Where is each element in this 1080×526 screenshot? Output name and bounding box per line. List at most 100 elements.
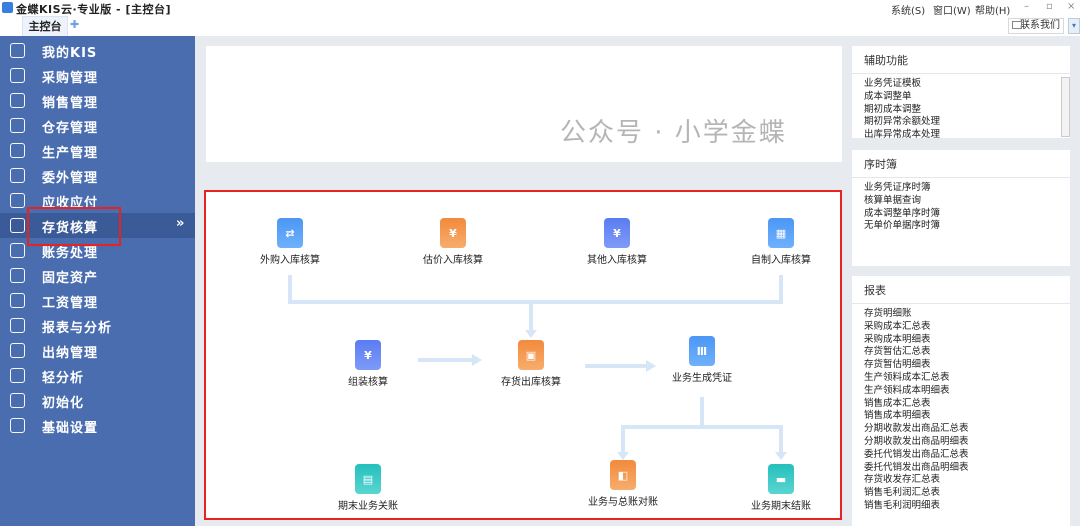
sidebar-item-label: 我的KIS — [42, 46, 98, 61]
boxes-icon: ▣ — [518, 340, 544, 370]
sidebar-item[interactable]: 账务处理 — [0, 238, 195, 263]
monitor-icon — [10, 43, 25, 58]
users-icon — [10, 93, 25, 108]
panel-link[interactable]: 分期收款发出商品明细表 — [864, 435, 969, 447]
nodes-icon — [10, 168, 25, 183]
close-icon[interactable]: × — [1067, 1, 1076, 12]
top-panel — [206, 46, 842, 162]
contact-us-button[interactable]: 联系我们 — [1008, 18, 1064, 34]
flow-node[interactable]: ◧业务与总账对账 — [568, 460, 678, 508]
flow-node[interactable]: ¥组装核算 — [313, 340, 423, 388]
panel-link[interactable]: 成本调整单序时簿 — [864, 207, 941, 219]
title-bar — [0, 0, 1080, 16]
sidebar-item[interactable]: 采购管理 — [0, 63, 195, 88]
highlight-box — [27, 207, 121, 246]
document-yen-icon: ¥ — [604, 218, 630, 248]
reports-panel: 报表 存货明细账采购成本汇总表采购成本明细表存货暂估汇总表存货暂估明细表生产领料… — [852, 276, 1070, 526]
ledger-icon — [10, 243, 25, 258]
flow-node-label: 业务生成凭证 — [672, 373, 732, 384]
flow-node[interactable]: ⇄外购入库核算 — [235, 218, 345, 266]
flow-node-label: 其他入库核算 — [587, 255, 647, 266]
yen-card-icon — [10, 193, 25, 208]
minimize-icon[interactable]: – — [1024, 1, 1029, 12]
panel-link[interactable]: 业务凭证模板 — [864, 78, 922, 89]
sidebar-item[interactable]: 销售管理 — [0, 88, 195, 113]
panel-link[interactable]: 期初成本调整 — [864, 103, 922, 115]
panel-link[interactable]: 出库异常成本处理 — [864, 129, 941, 141]
add-tab-icon[interactable]: ✚ — [70, 18, 80, 31]
sidebar-item-label: 委外管理 — [42, 171, 99, 186]
sidebar-item[interactable]: 报表与分析 — [0, 313, 195, 338]
sidebar-item[interactable]: 轻分析 — [0, 363, 195, 388]
sidebar-item-label: 出纳管理 — [42, 346, 99, 361]
flow-node[interactable]: ▦自制入库核算 — [726, 218, 836, 266]
sidebar-item[interactable]: 基础设置 — [0, 413, 195, 438]
notebook-icon: ▤ — [355, 464, 381, 494]
sidebar-item[interactable]: 委外管理 — [0, 163, 195, 188]
panel-link[interactable]: 销售成本明细表 — [864, 410, 931, 422]
panel-link[interactable]: 期初异常余额处理 — [864, 116, 941, 128]
settings-icon — [10, 418, 25, 433]
sidebar-item-label: 初始化 — [42, 396, 85, 411]
panel-link[interactable]: 存货暂估汇总表 — [864, 346, 931, 358]
panel-link[interactable]: 无单价单据序时簿 — [864, 220, 941, 232]
reconcile-icon: ◧ — [610, 460, 636, 490]
flow-node-label: 业务期末结账 — [751, 501, 811, 512]
sidebar-item[interactable]: 出纳管理 — [0, 338, 195, 363]
journal-panel: 序时簿 业务凭证序时簿核算单据查询成本调整单序时簿无单价单据序时簿 — [852, 150, 1070, 266]
panel-link[interactable]: 业务凭证序时簿 — [864, 182, 931, 193]
panel-link[interactable]: 采购成本明细表 — [864, 333, 931, 345]
sidebar-item[interactable]: 固定资产 — [0, 263, 195, 288]
scrollbar[interactable] — [1061, 77, 1070, 137]
sidebar-item[interactable]: 存货核算 » — [0, 213, 195, 238]
watermark: 公众号 · 小学金蝶 — [560, 118, 787, 148]
dropdown-chevron-icon[interactable]: ▾ — [1068, 18, 1080, 34]
bag-icon — [10, 68, 25, 83]
panel-link[interactable]: 委托代销发出商品明细表 — [864, 461, 969, 473]
sidebar-item[interactable]: 仓存管理 — [0, 113, 195, 138]
panel-link[interactable]: 存货暂估明细表 — [864, 359, 931, 371]
sidebar-item[interactable]: 初始化 — [0, 388, 195, 413]
panel-link[interactable]: 采购成本汇总表 — [864, 320, 931, 332]
chart-icon — [10, 318, 25, 333]
voucher-icon: Ⅲ — [689, 336, 715, 366]
panel-link[interactable]: 存货收发存汇总表 — [864, 474, 941, 486]
tab-bar — [0, 16, 1080, 36]
warehouse-search-icon — [10, 218, 25, 233]
panel-link[interactable]: 生产领料成本汇总表 — [864, 371, 950, 383]
calculator-icon: ▦ — [768, 218, 794, 248]
sidebar-item-label: 存货核算 — [42, 221, 99, 236]
flow-node[interactable]: Ⅲ 业务生成凭证 — [647, 336, 757, 384]
tab-main-console[interactable]: 主控台 — [22, 16, 68, 36]
menu-window[interactable]: 窗口(W) — [933, 6, 971, 17]
panel-title: 辅助功能 — [852, 46, 1070, 74]
panel-link[interactable]: 销售成本汇总表 — [864, 397, 931, 409]
panel-link[interactable]: 销售毛利润明细表 — [864, 499, 941, 511]
analysis-icon — [10, 368, 25, 383]
panel-link[interactable]: 成本调整单 — [864, 90, 912, 102]
panel-link[interactable]: 分期收款发出商品汇总表 — [864, 423, 969, 435]
menu-help[interactable]: 帮助(H) — [975, 6, 1011, 17]
sidebar-item[interactable]: 工资管理 — [0, 288, 195, 313]
flow-node[interactable]: ¥ 其他入库核算 — [562, 218, 672, 266]
flow-node[interactable]: ▬业务期末结账 — [726, 464, 836, 512]
panel-link[interactable]: 存货明细账 — [864, 308, 912, 319]
panel-link[interactable]: 生产领料成本明细表 — [864, 384, 950, 396]
panel-link[interactable]: 核算单据查询 — [864, 194, 922, 206]
chevron-right-icon[interactable]: » — [176, 216, 186, 231]
panel-link[interactable]: 销售毛利润汇总表 — [864, 487, 941, 499]
flow-node[interactable]: ¥估价入库核算 — [398, 218, 508, 266]
sidebar-item-label: 工资管理 — [42, 296, 99, 311]
restore-icon[interactable]: ▫ — [1046, 1, 1053, 12]
sidebar-item-label: 销售管理 — [42, 96, 99, 111]
sidebar-item[interactable]: 我的KIS — [0, 38, 195, 63]
salary-icon — [10, 293, 25, 308]
sidebar-item[interactable]: 生产管理 — [0, 138, 195, 163]
flow-node-label: 期末业务关账 — [338, 501, 398, 512]
init-icon — [10, 393, 25, 408]
panel-link[interactable]: 委托代销发出商品汇总表 — [864, 448, 969, 460]
flow-node[interactable]: ▤ 期末业务关账 — [313, 464, 423, 512]
flow-node[interactable]: ▣存货出库核算 — [476, 340, 586, 388]
menu-system[interactable]: 系统(S) — [891, 6, 926, 17]
warehouse-icon — [10, 118, 25, 133]
